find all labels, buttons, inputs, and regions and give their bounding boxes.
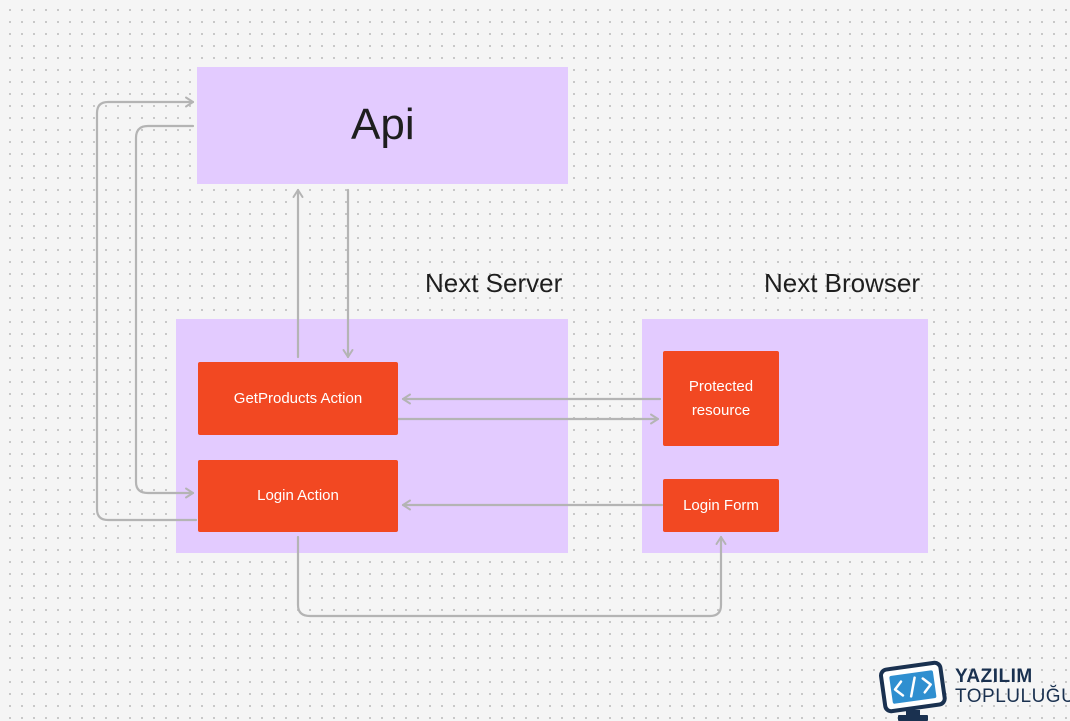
login-form-label: Login Form xyxy=(683,496,759,514)
next-browser-title: Next Browser xyxy=(764,268,921,298)
login-action-label: Login Action xyxy=(257,487,339,504)
protected-resource-label-line2: resource xyxy=(691,401,751,419)
api-title: Api xyxy=(351,100,415,149)
logo-title-text: YAZILIM xyxy=(955,666,1033,687)
login-action-node: Login Action xyxy=(198,460,398,532)
getproducts-action-label: GetProducts Action xyxy=(233,389,363,407)
api-zone xyxy=(197,67,568,184)
connector-loginaction-to-api xyxy=(95,96,198,522)
connector-api-to-loginaction xyxy=(134,124,195,499)
getproducts-action-node: GetProducts Action xyxy=(198,362,398,435)
login-form-node: Login Form xyxy=(663,479,779,532)
connector-loginaction-to-loginform xyxy=(296,535,727,618)
protected-resource-label-line1: Protected xyxy=(688,377,754,395)
next-server-title: Next Server xyxy=(425,268,563,298)
logo-subtitle-text: TOPLULUĞU xyxy=(955,686,1070,707)
protected-resource-node: Protected resource xyxy=(663,351,779,446)
yazilim-toplulugu-logo-icon xyxy=(879,660,947,721)
